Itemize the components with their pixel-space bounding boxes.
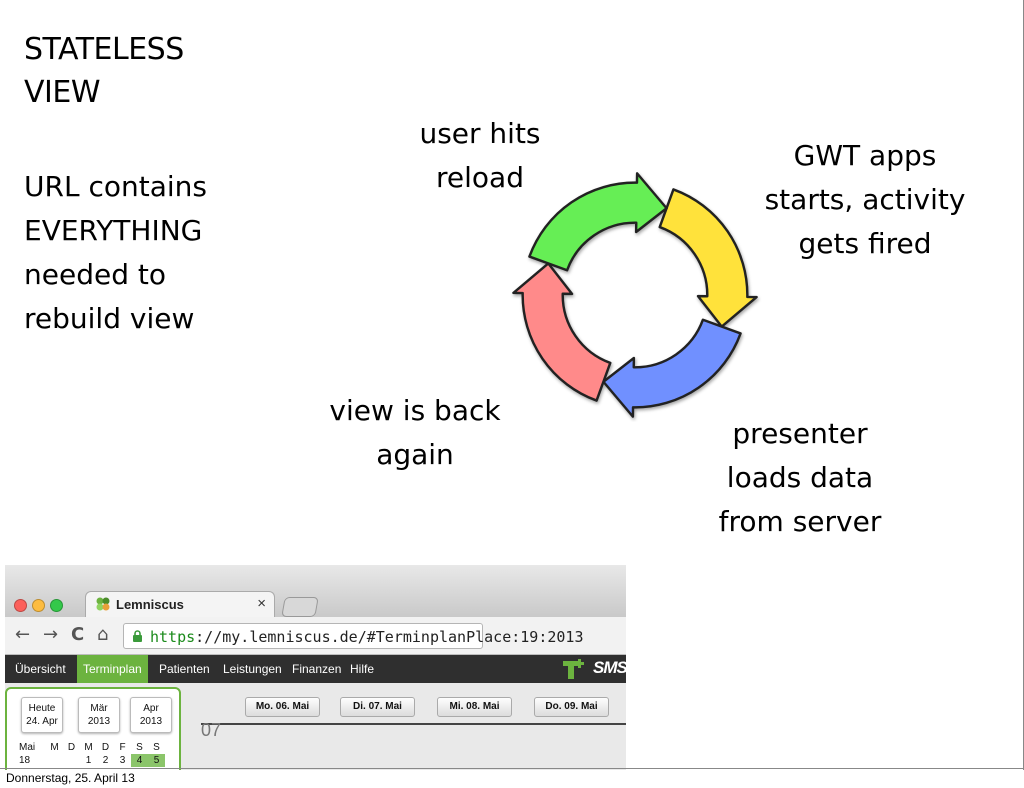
cycle-arrow-yellow xyxy=(658,188,758,328)
lock-icon xyxy=(133,630,142,642)
cycle-arrow-red xyxy=(512,262,612,402)
weekday-mi: M xyxy=(84,742,93,753)
tab-close-icon[interactable]: × xyxy=(257,595,266,612)
hour-divider xyxy=(201,723,626,725)
menu-item-leistungen[interactable]: Leistungen xyxy=(223,662,282,676)
body-line-2: EVERYTHING xyxy=(24,214,203,247)
cycle-label-reload-line-1: user hits xyxy=(419,117,541,150)
slide-title: STATELESS VIEW xyxy=(24,28,184,114)
day-header-tuesday[interactable]: Di. 07. Mai xyxy=(340,697,415,717)
today-label: Heute xyxy=(28,703,56,714)
brand-sms-logo: SMS xyxy=(593,658,626,677)
url-scheme: https xyxy=(150,628,196,646)
today-date: 24. Apr xyxy=(26,716,58,727)
cycle-label-view-line-1: view is back xyxy=(329,394,501,427)
cycle-label-reload: user hits reload xyxy=(395,112,565,200)
mini-calendar-month: Mai xyxy=(19,742,36,753)
new-tab-button[interactable] xyxy=(281,597,319,617)
cycle-label-gwt: GWT apps starts, activity gets fired xyxy=(745,134,985,266)
today-button[interactable]: Heute 24. Apr xyxy=(21,697,63,733)
day-cell[interactable]: 2 xyxy=(102,755,109,766)
slide-body: URL contains EVERYTHING needed to rebuil… xyxy=(24,165,207,341)
weekday-fr: F xyxy=(119,742,126,753)
address-url: https://my.lemniscus.de/#TerminplanPlace… xyxy=(150,628,583,646)
home-icon[interactable]: ⌂ xyxy=(97,624,109,645)
weekday-sa: S xyxy=(136,742,143,753)
month-march-button[interactable]: Mär 2013 xyxy=(78,697,120,733)
reload-icon[interactable]: C xyxy=(71,624,85,645)
cycle-label-gwt-line-2: starts, activity xyxy=(764,183,966,216)
april-month: Apr xyxy=(143,703,159,714)
cycle-label-presenter-line-2: loads data xyxy=(726,461,874,494)
cycle-diagram xyxy=(512,172,758,418)
footer-divider xyxy=(0,768,1024,769)
april-year: 2013 xyxy=(139,716,163,727)
cycle-arrow-green xyxy=(528,172,668,272)
browser-tab[interactable]: Lemniscus × xyxy=(85,591,275,617)
browser-toolbar: ← → C ⌂ https://my.lemniscus.de/#Terminp… xyxy=(5,617,626,655)
cycle-label-reload-line-2: reload xyxy=(436,161,524,194)
weekday-do: D xyxy=(101,742,110,753)
menu-item-hilfe[interactable]: Hilfe xyxy=(350,662,375,676)
url-rest: ://my.lemniscus.de/#TerminplanPlace:19:2… xyxy=(195,628,584,646)
tab-title: Lemniscus xyxy=(116,597,184,612)
cycle-label-gwt-line-1: GWT apps xyxy=(793,139,937,172)
window-controls xyxy=(14,597,68,616)
hour-label: 07 xyxy=(201,720,222,740)
day-header-wednesday[interactable]: Mi. 08. Mai xyxy=(437,697,512,717)
month-april-button[interactable]: Apr 2013 xyxy=(130,697,172,733)
day-cell[interactable]: 4 xyxy=(131,754,148,767)
day-cell[interactable]: 5 xyxy=(148,754,165,767)
weekday-so: S xyxy=(153,742,160,753)
weekday-mo: M xyxy=(50,742,59,753)
body-line-4: rebuild view xyxy=(24,302,195,335)
menu-item-terminplan[interactable]: Terminplan xyxy=(77,655,148,683)
title-line-2: VIEW xyxy=(24,75,100,110)
close-window-icon[interactable] xyxy=(14,599,27,612)
march-month: Mär xyxy=(90,703,108,714)
body-line-3: needed to xyxy=(24,258,166,291)
day-header-monday[interactable]: Mo. 06. Mai xyxy=(245,697,320,717)
body-line-1: URL contains xyxy=(24,170,207,203)
menu-item-patienten[interactable]: Patienten xyxy=(159,662,210,676)
address-bar[interactable]: https://my.lemniscus.de/#TerminplanPlace… xyxy=(123,623,583,649)
browser-tabbar: Lemniscus × xyxy=(5,565,626,617)
zoom-window-icon[interactable] xyxy=(50,599,63,612)
app-menu-bar: Übersicht Terminplan Patienten Leistunge… xyxy=(5,655,626,683)
week-number: 18 xyxy=(19,755,31,766)
cycle-label-gwt-line-3: gets fired xyxy=(798,227,932,260)
minimize-window-icon[interactable] xyxy=(32,599,45,612)
title-line-1: STATELESS xyxy=(24,32,184,67)
back-arrow-icon[interactable]: ← xyxy=(15,624,31,645)
menu-item-finanzen[interactable]: Finanzen xyxy=(292,662,342,676)
lemniscus-favicon-icon xyxy=(96,597,110,611)
cycle-label-presenter-line-1: presenter xyxy=(732,417,868,450)
cycle-label-view-line-2: again xyxy=(376,438,454,471)
day-header-thursday[interactable]: Do. 09. Mai xyxy=(534,697,609,717)
browser-screenshot: Lemniscus × ← → C ⌂ https://my.lemniscus… xyxy=(5,565,626,770)
menu-item-uebersicht[interactable]: Übersicht xyxy=(15,662,66,676)
cycle-label-presenter-line-3: from server xyxy=(718,505,882,538)
day-cell[interactable]: 1 xyxy=(85,755,92,766)
footer-date: Donnerstag, 25. April 13 xyxy=(6,771,135,785)
weekday-di: D xyxy=(67,742,76,753)
forward-arrow-icon[interactable]: → xyxy=(43,624,59,645)
brand-t-logo-icon xyxy=(563,659,584,679)
cycle-arrow-blue xyxy=(602,318,742,418)
cycle-label-view: view is back again xyxy=(310,389,520,477)
march-year: 2013 xyxy=(87,716,111,727)
day-cell[interactable]: 3 xyxy=(119,755,126,766)
cycle-label-presenter: presenter loads data from server xyxy=(690,412,910,544)
